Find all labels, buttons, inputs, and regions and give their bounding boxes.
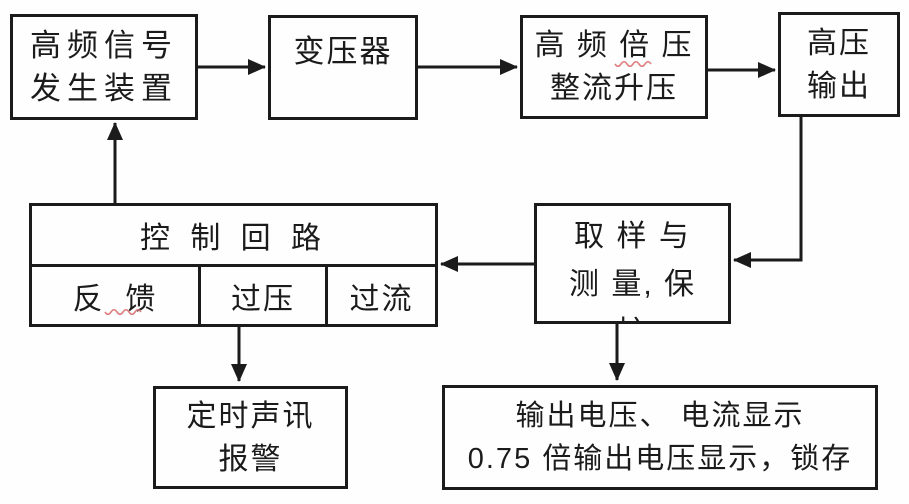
node-label-line: 测 量, 保 bbox=[568, 268, 696, 301]
node-transformer: 变压器 bbox=[268, 15, 418, 120]
node-label-line: 取 样 与 bbox=[574, 220, 691, 253]
node-label-line: 发生装置 bbox=[30, 71, 178, 106]
control-loop-header: 控 制 回 路 bbox=[32, 206, 435, 267]
node-label-line: 整流升压 bbox=[550, 72, 678, 105]
node-hv-output: 高压 输出 bbox=[778, 12, 900, 117]
node-label-line: 报警 bbox=[218, 442, 283, 476]
node-label-line: 定时声讯 bbox=[186, 399, 315, 433]
node-label-line: 输出 bbox=[807, 69, 871, 103]
control-loop-cells: 反 馈 过压 过流 bbox=[32, 267, 435, 324]
node-label-line: 高 频 倍 压 bbox=[534, 29, 694, 62]
node-sampling: 取 样 与 测 量, 保 护 bbox=[534, 203, 731, 324]
arrow-hvoutput-to-sampling bbox=[733, 117, 803, 268]
cell-feedback: 反 馈 bbox=[32, 267, 201, 324]
node-display: 输出电压、 电流显示 0.75 倍输出电压显示，锁存 bbox=[442, 385, 878, 490]
cell-overcurrent: 过流 bbox=[349, 282, 414, 316]
node-label-line: 高压 bbox=[807, 26, 871, 60]
node-voltage-doubler: 高 频 倍 压 整流升压 bbox=[520, 15, 708, 119]
cell-overvoltage: 过压 bbox=[201, 267, 328, 324]
node-label-line: 护 bbox=[617, 309, 649, 321]
node-label-line: 0.75 倍输出电压显示，锁存 bbox=[467, 442, 853, 475]
node-alarm: 定时声讯 报警 bbox=[153, 386, 348, 489]
node-label-line: 高频信号 bbox=[30, 28, 178, 63]
node-label-line: 变压器 bbox=[293, 34, 393, 69]
node-signal-generator: 高频信号 发生装置 bbox=[10, 14, 198, 120]
node-label-line: 输出电压、 电流显示 bbox=[515, 399, 805, 432]
node-control-loop: 控 制 回 路 反 馈 过压 过流 bbox=[29, 203, 438, 327]
